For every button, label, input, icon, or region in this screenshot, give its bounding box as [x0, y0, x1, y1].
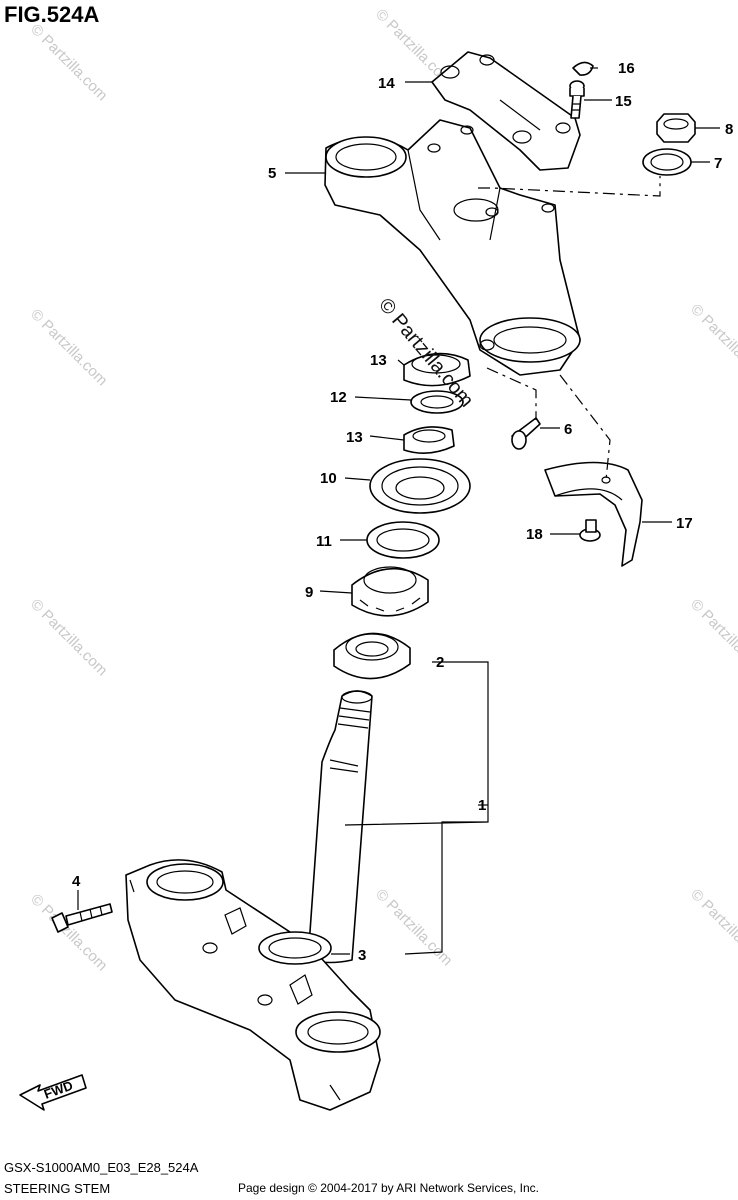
watermark-text: © Partzilla.com	[27, 21, 110, 104]
part-16-cap	[572, 61, 594, 76]
callout-11: 11	[316, 533, 332, 550]
part-10-dust-seal	[369, 458, 471, 514]
callout-2: 2	[436, 654, 444, 671]
part-13-lock-nut-lower	[403, 426, 455, 454]
part-14-handlebar-holder	[431, 51, 581, 171]
part-17-cover	[544, 461, 643, 567]
part-7-washer	[642, 148, 692, 176]
watermark-text: © Partzilla.com	[27, 596, 110, 679]
part-12-washer	[410, 390, 464, 414]
watermark-text: © Partzilla.com	[27, 891, 110, 974]
part-4-bolt	[51, 903, 113, 933]
callout-13-upper: 13	[370, 352, 387, 369]
callout-4: 4	[72, 873, 81, 890]
watermark-text: © Partzilla.com	[372, 886, 455, 969]
fwd-direction-arrow: FWD	[19, 1074, 87, 1111]
part-6-bolt	[511, 417, 541, 450]
callout-12: 12	[330, 389, 347, 406]
callout-17: 17	[676, 515, 693, 532]
callout-3: 3	[358, 947, 366, 964]
figure-title: FIG.524A	[4, 2, 100, 27]
callout-13-lower: 13	[346, 429, 363, 446]
callout-8: 8	[725, 121, 733, 138]
dashdot-lines	[478, 176, 661, 481]
callout-5: 5	[268, 165, 276, 182]
watermark-text: © Partzilla.com	[687, 596, 738, 679]
part-3-seal	[258, 931, 332, 965]
part-13-lock-nut-upper	[403, 352, 471, 387]
part-2-bearing	[333, 632, 411, 680]
callout-7: 7	[714, 155, 722, 172]
part-11-washer	[366, 521, 440, 559]
part-8-nut	[656, 113, 696, 143]
page-credit: Page design © 2004-2017 by ARI Network S…	[238, 1181, 540, 1195]
callout-16: 16	[618, 60, 635, 77]
diagram-name: STEERING STEM	[4, 1181, 111, 1196]
leader-lines	[77, 67, 720, 955]
callout-labels: 16 14 15 8 5 7 13 12 6 13 10 17 18 11 9 …	[72, 60, 733, 964]
callout-14: 14	[378, 75, 395, 92]
callout-1: 1	[478, 797, 486, 814]
watermark-text: © Partzilla.com	[27, 306, 110, 389]
part-9-bearing	[351, 566, 429, 617]
callout-9: 9	[305, 584, 313, 601]
callout-15: 15	[615, 93, 632, 110]
callout-10: 10	[320, 470, 337, 487]
part-5-upper-bracket	[324, 119, 581, 376]
part-1-steering-stem	[125, 690, 381, 1111]
part-15-bolt	[569, 80, 585, 119]
diagram-code: GSX-S1000AM0_E03_E28_524A	[4, 1160, 199, 1175]
callout-18: 18	[526, 526, 543, 543]
watermark-text: © Partzilla.com	[687, 301, 738, 384]
callout-6: 6	[564, 421, 572, 438]
part-18-screw	[579, 519, 601, 542]
watermark-text: © Partzilla.com	[687, 886, 738, 969]
